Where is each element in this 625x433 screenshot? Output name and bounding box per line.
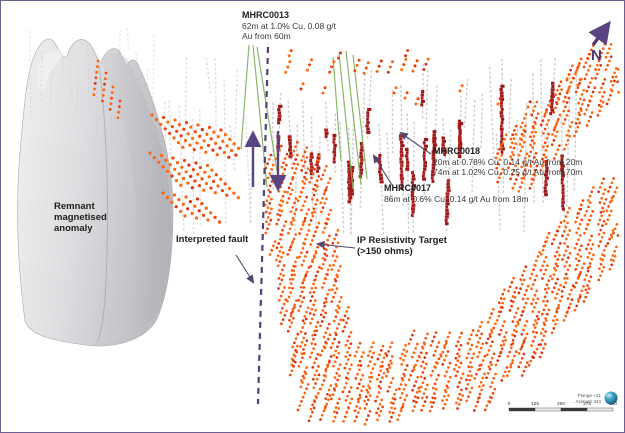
azimuth-label: Azimuth 343 <box>575 399 601 404</box>
mhrc0018-arrow <box>399 131 432 155</box>
scale-tick: 0 <box>508 401 511 407</box>
north-arrow-icon <box>588 20 611 46</box>
background-drill-traces <box>29 28 155 144</box>
mhrc0017-arrow <box>372 154 393 186</box>
fault-label-arrow <box>235 254 255 284</box>
globe-icon <box>604 391 618 405</box>
view-orientation-widget: Plunge +21 Azimuth 343 <box>575 391 618 405</box>
plunge-label: Plunge +21 <box>578 393 602 398</box>
scale-tick: 250 <box>557 401 565 407</box>
ip-resistivity-dots <box>92 42 620 426</box>
ip-label-arrow <box>315 240 356 249</box>
scale-tick: 125 <box>531 401 539 407</box>
drillhole-traces <box>149 57 578 235</box>
highlighted-drill-traces <box>240 44 368 190</box>
scale-tick: 375 <box>583 401 591 407</box>
interpreted-fault-line <box>256 46 270 405</box>
